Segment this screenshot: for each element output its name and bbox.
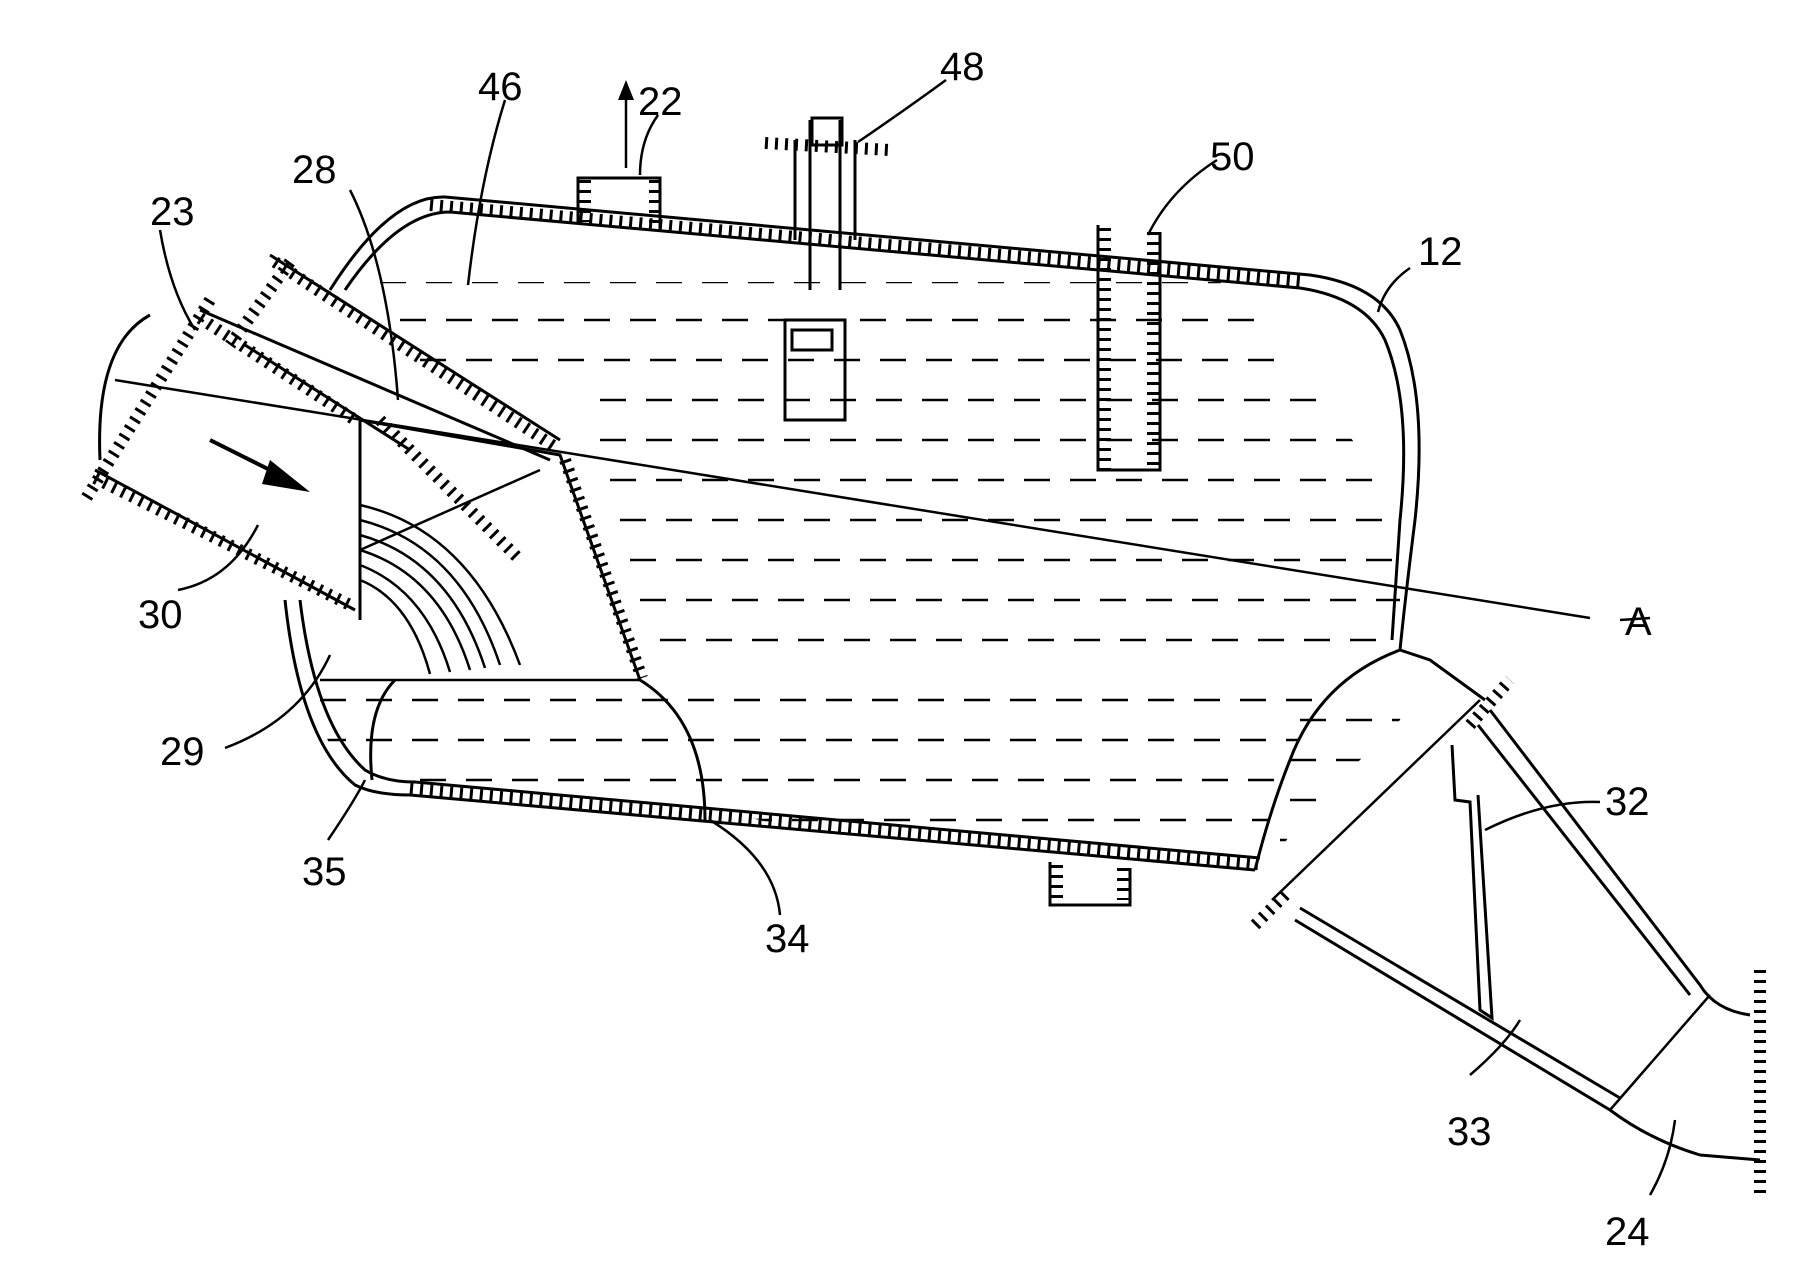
inlet-sleeve-hatch xyxy=(275,262,555,447)
tank-top-hatch xyxy=(430,205,1300,281)
inlet-flow-arrow-head xyxy=(262,460,310,492)
label-32: 32 xyxy=(1605,780,1650,824)
drain-nozzle-hatch xyxy=(1057,865,1123,900)
inner-partition-35 xyxy=(371,680,395,780)
outlet-divider-line xyxy=(1610,995,1710,1110)
outlet-flange-lower xyxy=(1255,890,1290,925)
baffle-plate xyxy=(1452,745,1492,1018)
label-30: 30 xyxy=(138,593,183,637)
label-23: 23 xyxy=(150,190,195,234)
outlet-body xyxy=(1255,650,1400,870)
label-33: 33 xyxy=(1447,1110,1492,1154)
label-28: 28 xyxy=(292,148,337,192)
deflector-brace xyxy=(360,470,540,550)
label-24: 24 xyxy=(1605,1210,1650,1254)
label-12: 12 xyxy=(1418,230,1463,274)
outlet-wall-top-inner xyxy=(1478,725,1690,995)
inlet-flange xyxy=(85,300,210,500)
inlet-pipe-hatch-top xyxy=(200,318,355,420)
label-34: 34 xyxy=(765,917,810,961)
axis-line-a xyxy=(115,380,1590,618)
label-22: 22 xyxy=(638,80,683,124)
level-probe-48 xyxy=(785,120,855,420)
inlet-pipe-hatch-bottom xyxy=(95,478,350,605)
inlet-sleeve-28 xyxy=(245,255,560,450)
liquid-fill xyxy=(320,282,1460,960)
label-46: 46 xyxy=(478,65,523,109)
label-A: A xyxy=(1625,600,1652,644)
deflector-hatch xyxy=(565,460,642,678)
outlet-wall-bottom xyxy=(1295,920,1760,1160)
outlet-wall-bottom-inner xyxy=(1300,908,1620,1098)
turbulence-arcs xyxy=(320,505,640,680)
tank-bottom-hatch xyxy=(410,789,1258,864)
label-48: 48 xyxy=(940,45,985,89)
label-50: 50 xyxy=(1210,135,1255,179)
label-29: 29 xyxy=(160,730,205,774)
tank-shell-inner xyxy=(345,212,1404,640)
outlet-wall-top xyxy=(1490,710,1750,1015)
inlet-flange-28 xyxy=(230,262,290,345)
vent-arrow-head xyxy=(618,80,634,100)
label-35: 35 xyxy=(302,850,347,894)
